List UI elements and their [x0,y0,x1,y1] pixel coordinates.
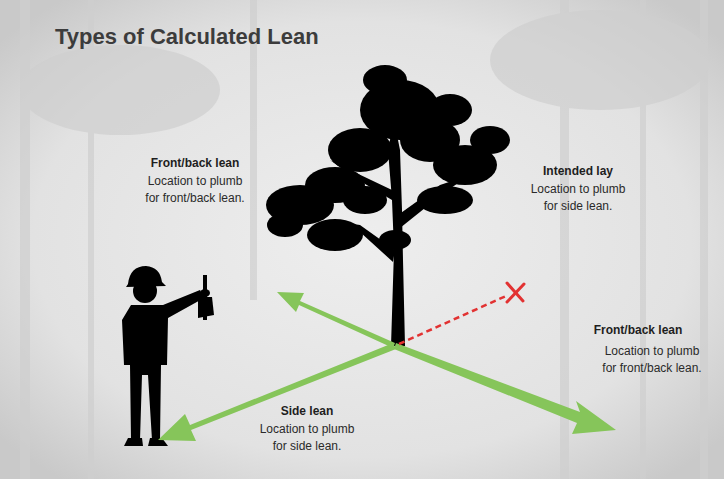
callout-body: Location to plumb for side lean. [253,421,361,455]
lean-arrows [158,292,616,441]
intended-lay-line [399,296,506,344]
callout-heading: Intended lay [498,163,658,180]
callout-heading: Side lean [227,403,387,420]
intended-lay-mark [507,283,524,302]
callout-heading: Front/back lean [558,322,718,339]
callout-body: Location to plumb for front/back lean. [598,343,706,377]
faded-forest [20,0,710,479]
person-silhouette [122,266,214,446]
callout-heading: Front/back lean [115,155,275,172]
callout-body: Location to plumb for front/back lean. [141,173,249,207]
callout-body: Location to plumb for side lean. [524,181,632,215]
diagram-title: Types of Calculated Lean [55,24,319,50]
